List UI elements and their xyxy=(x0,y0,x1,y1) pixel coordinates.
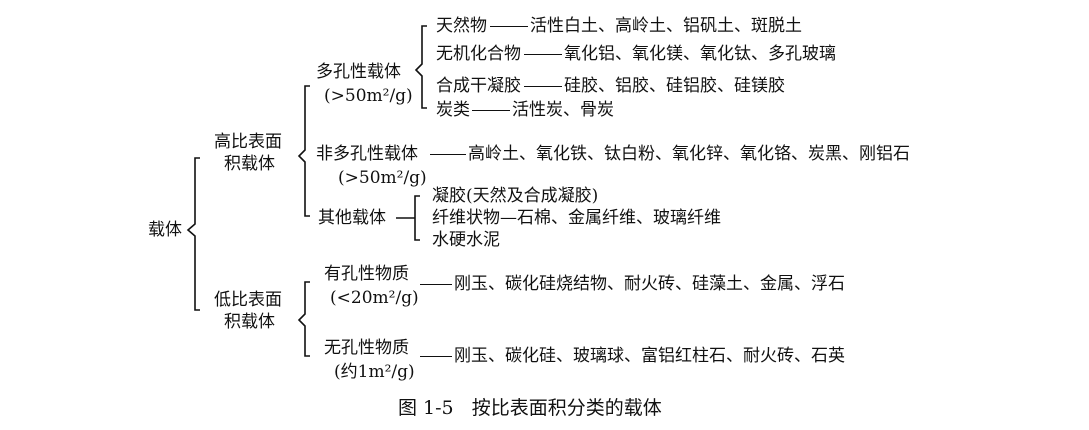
dash-leader xyxy=(472,110,510,111)
porous-carrier-label: 多孔性载体 xyxy=(316,62,401,82)
dash-leader xyxy=(430,154,466,155)
porous-item-examples: 氧化铝、氧化镁、氧化钛、多孔玻璃 xyxy=(564,44,836,64)
high-brace xyxy=(297,85,310,217)
dash-leader xyxy=(420,284,452,285)
high-label-line1: 高比表面 xyxy=(214,132,282,152)
figure-caption: 图 1-5 按比表面积分类的载体 xyxy=(398,397,662,419)
nonporous-carrier-label: 非多孔性载体 xyxy=(316,144,418,164)
other-brace xyxy=(414,195,420,241)
low-nonporous-examples: 刚玉、碳化硅、玻璃球、富铝红柱石、耐火砖、石英 xyxy=(454,346,845,366)
low-label-line2: 积载体 xyxy=(224,312,275,332)
other-carrier-item: 水硬水泥 xyxy=(432,230,500,250)
low-porous-examples: 刚玉、碳化硅烧结物、耐火砖、硅藻土、金属、浮石 xyxy=(454,274,845,294)
porous-item-name: 无机化合物 xyxy=(436,44,521,64)
dash-leader xyxy=(524,54,562,55)
porous-item-examples: 活性白土、高岭土、铝矾土、斑脱土 xyxy=(530,16,802,36)
porous-item-examples: 活性炭、骨炭 xyxy=(512,100,614,120)
nonporous-carrier-examples: 高岭土、氧化铁、钛白粉、氧化锌、氧化铬、炭黑、刚铝石 xyxy=(468,144,910,164)
low-label-line1: 低比表面 xyxy=(214,290,282,310)
other-carrier-item: 纤维状物—石棉、金属纤维、玻璃纤维 xyxy=(432,208,721,228)
dash-leader xyxy=(490,26,528,27)
high-label-line2: 积载体 xyxy=(224,154,275,174)
low-brace xyxy=(297,281,310,357)
dash-leader xyxy=(524,86,562,87)
root-brace xyxy=(186,157,200,311)
porous-item-examples: 硅胶、铝胶、硅铝胶、硅镁胶 xyxy=(564,76,785,96)
porous-item-name: 合成干凝胶 xyxy=(436,76,521,96)
low-porous-label: 有孔性物质 xyxy=(324,264,409,284)
other-carrier-label: 其他载体 xyxy=(318,208,386,228)
porous-brace xyxy=(414,25,427,109)
porous-carrier-note: (>50m²/g) xyxy=(324,86,413,106)
porous-item-name: 天然物 xyxy=(436,16,487,36)
porous-item-name: 炭类 xyxy=(436,100,470,120)
nonporous-carrier-note: (>50m²/g) xyxy=(338,168,427,188)
dash-leader xyxy=(420,356,452,357)
other-carrier-item: 凝胶(天然及合成凝胶) xyxy=(432,186,599,206)
low-porous-note: (<20m²/g) xyxy=(330,288,419,308)
low-nonporous-note: (约1m²/g) xyxy=(334,362,415,382)
root-label: 载体 xyxy=(148,220,182,240)
low-nonporous-label: 无孔性物质 xyxy=(324,338,409,358)
